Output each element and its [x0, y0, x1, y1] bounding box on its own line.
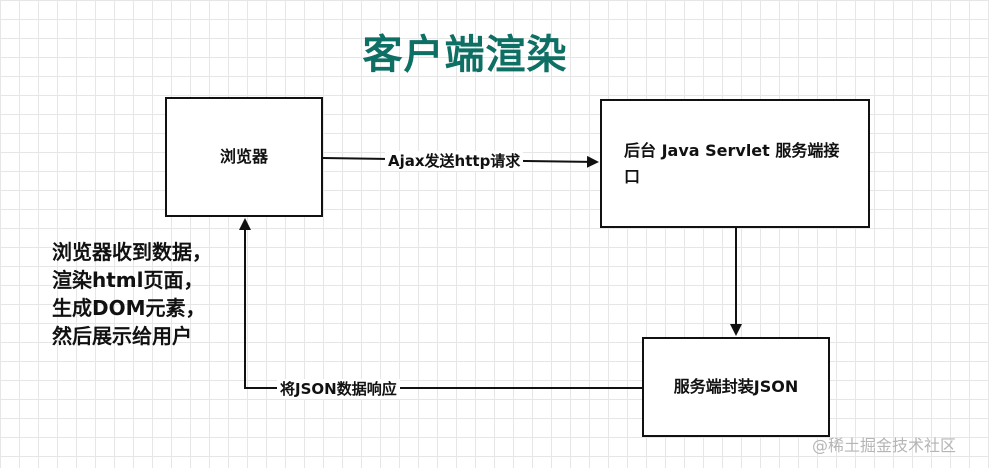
- note-line: 生成DOM元素，: [52, 296, 206, 320]
- node-json-service-label: 服务端封装JSON: [673, 377, 799, 397]
- diagram-title: 客户端渲染: [362, 32, 568, 78]
- watermark: @稀土掘金技术社区: [812, 436, 957, 455]
- edge-ajax-label: Ajax发送http请求: [385, 151, 524, 171]
- note-line: 渲染html页面，: [52, 268, 204, 292]
- note-line: 浏览器收到数据，: [52, 240, 212, 264]
- edge-json-response-label: 将JSON数据响应: [277, 379, 400, 399]
- edge-json-response-arrow: [239, 218, 642, 389]
- node-servlet-label: 后台 Java Servlet 服务端接口: [624, 140, 840, 186]
- node-browser: 浏览器: [165, 97, 323, 217]
- note-line: 然后展示给用户: [52, 324, 192, 348]
- node-servlet: 后台 Java Servlet 服务端接口: [600, 99, 870, 228]
- note-text: 浏览器收到数据， 渲染html页面， 生成DOM元素， 然后展示给用户: [52, 238, 212, 350]
- node-json-service: 服务端封装JSON: [642, 337, 830, 437]
- node-browser-label: 浏览器: [219, 147, 268, 167]
